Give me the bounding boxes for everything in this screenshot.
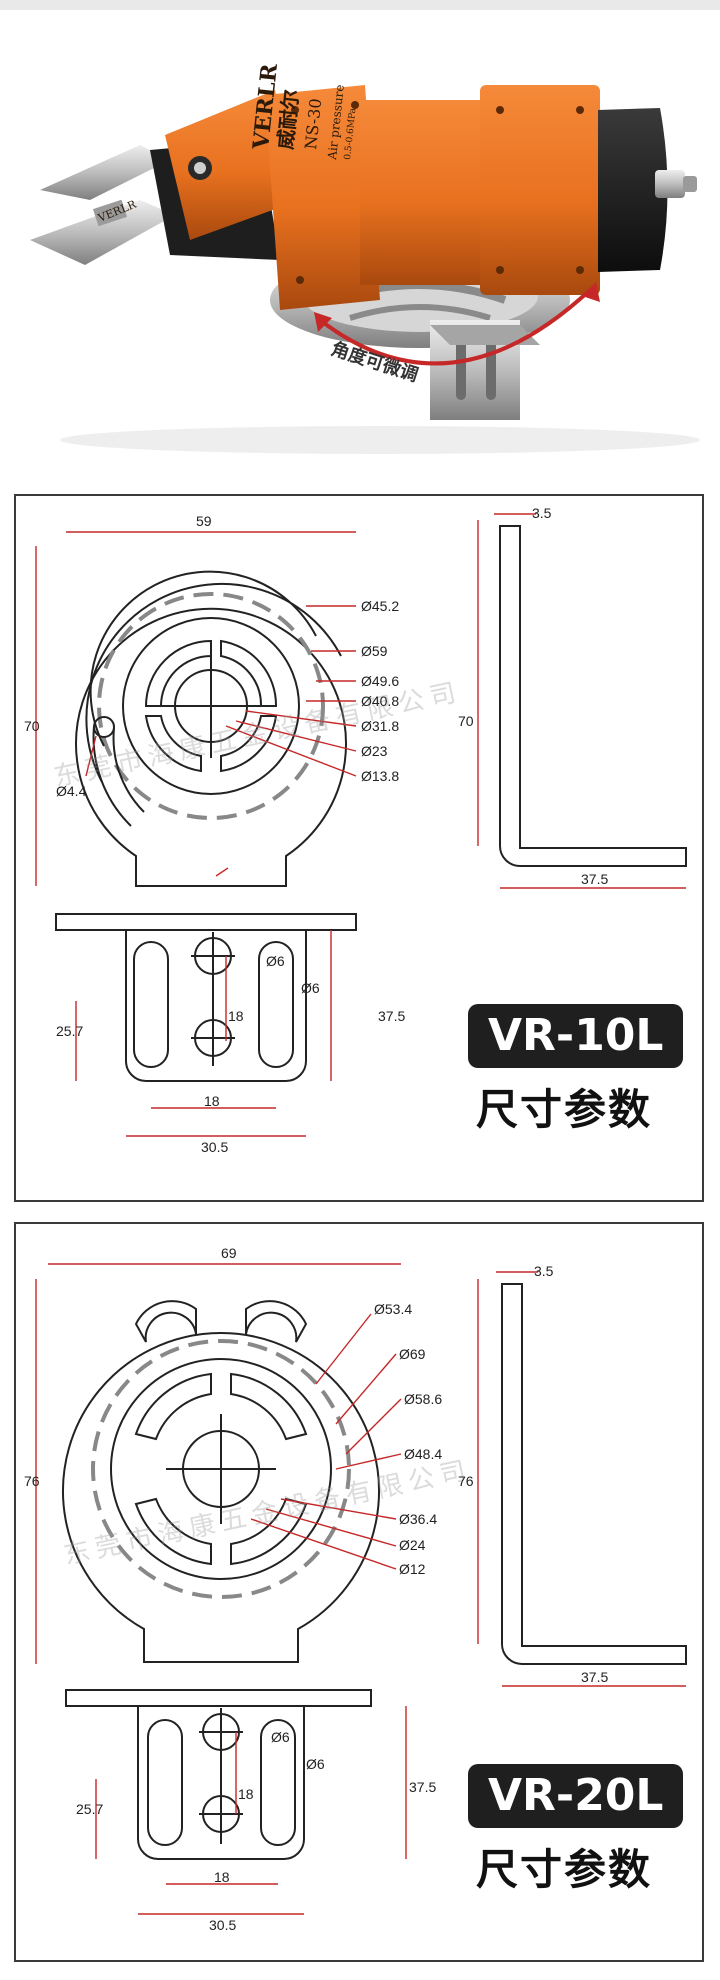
vr10-panel: 东莞市海康五金设备有限公司 59 70 Ø45.2 Ø59 Ø49.6 Ø40.… <box>14 494 704 1202</box>
air-fitting <box>655 170 685 198</box>
vr20-side-width: 37.5 <box>581 1669 608 1685</box>
vr20-hole-gap: 18 <box>238 1786 254 1802</box>
rear-cap <box>598 108 668 272</box>
vr20-d53: Ø53.4 <box>374 1301 412 1317</box>
vr10-height: 70 <box>24 718 40 734</box>
vr20-subtitle: 尺寸参数 <box>476 1845 653 1894</box>
vr20-slot-width: 18 <box>214 1869 230 1885</box>
vr20-base-height: 37.5 <box>409 1779 436 1795</box>
vr10-d31: Ø31.8 <box>361 718 399 734</box>
vr20-hole2: Ø6 <box>306 1756 325 1772</box>
vr20-model-badge: VR-20L <box>468 1764 684 1828</box>
vr10-model-badge: VR-10L <box>468 1004 684 1068</box>
vr10-side-height: 70 <box>458 713 474 729</box>
vr10-hole2: Ø6 <box>301 980 320 996</box>
vr20-plate-outline <box>62 1332 380 1663</box>
vr10-slot-height: 25.7 <box>56 1023 83 1039</box>
vr20-thick: 3.5 <box>534 1263 554 1279</box>
vr10-thick: 3.5 <box>532 505 552 521</box>
vr20-base-width: 30.5 <box>209 1917 236 1933</box>
front-block <box>165 90 300 240</box>
main-body <box>265 85 380 310</box>
vr20-d24: Ø24 <box>399 1537 426 1553</box>
vr20-width: 69 <box>221 1245 237 1261</box>
gripper-illustration: VERLR VERLR 威耐尔 NS-30 Air pressure 0.5-0… <box>30 62 700 454</box>
vr10-hole1: Ø6 <box>266 953 285 969</box>
vr10-width: 59 <box>196 513 212 529</box>
vr20-hole1: Ø6 <box>271 1729 290 1745</box>
vr10-d23: Ø23 <box>361 743 388 759</box>
vr10-hole-gap: 18 <box>228 1008 244 1024</box>
vr20-height: 76 <box>24 1473 40 1489</box>
vr20-d69: Ø69 <box>399 1346 426 1362</box>
vr20-panel: 东莞市海康五金设备有限公司 69 76 Ø53.4 Ø69 Ø58.6 Ø48.… <box>14 1222 704 1962</box>
vr10-base-height: 37.5 <box>378 1008 405 1024</box>
vr10-drawing: 东莞市海康五金设备有限公司 59 70 Ø45.2 Ø59 Ø49.6 Ø40.… <box>24 505 687 1155</box>
vr20-d36: Ø36.4 <box>399 1511 437 1527</box>
vr10-side-width: 37.5 <box>581 871 608 887</box>
vr10-d40: Ø40.8 <box>361 693 399 709</box>
top-strip <box>0 0 720 10</box>
vr10-d13: Ø13.8 <box>361 768 399 784</box>
vr10-d59: Ø59 <box>361 643 388 659</box>
vr20-d12: Ø12 <box>399 1561 426 1577</box>
vr10-d4: Ø4.4 <box>56 783 87 799</box>
vr10-d45: Ø45.2 <box>361 598 399 614</box>
angle-arrow <box>318 288 592 366</box>
vr10-base-width: 30.5 <box>201 1139 228 1155</box>
vr20-d48: Ø48.4 <box>404 1446 442 1462</box>
vr20-side-height: 76 <box>458 1473 474 1489</box>
vr20-slot-height: 25.7 <box>76 1801 103 1817</box>
vr20-drawing: 东莞市海康五金设备有限公司 69 76 Ø53.4 Ø69 Ø58.6 Ø48.… <box>24 1245 687 1933</box>
vr10-subtitle: 尺寸参数 <box>476 1085 653 1134</box>
vr10-slot-width: 18 <box>204 1093 220 1109</box>
upper-jaw <box>40 145 170 200</box>
lower-jaw <box>30 200 175 265</box>
vr10-plate-outline <box>75 607 347 887</box>
product-photo: VERLR VERLR 威耐尔 NS-30 Air pressure 0.5-0… <box>0 0 720 470</box>
vr20-d58: Ø58.6 <box>404 1391 442 1407</box>
vr10-d49: Ø49.6 <box>361 673 399 689</box>
